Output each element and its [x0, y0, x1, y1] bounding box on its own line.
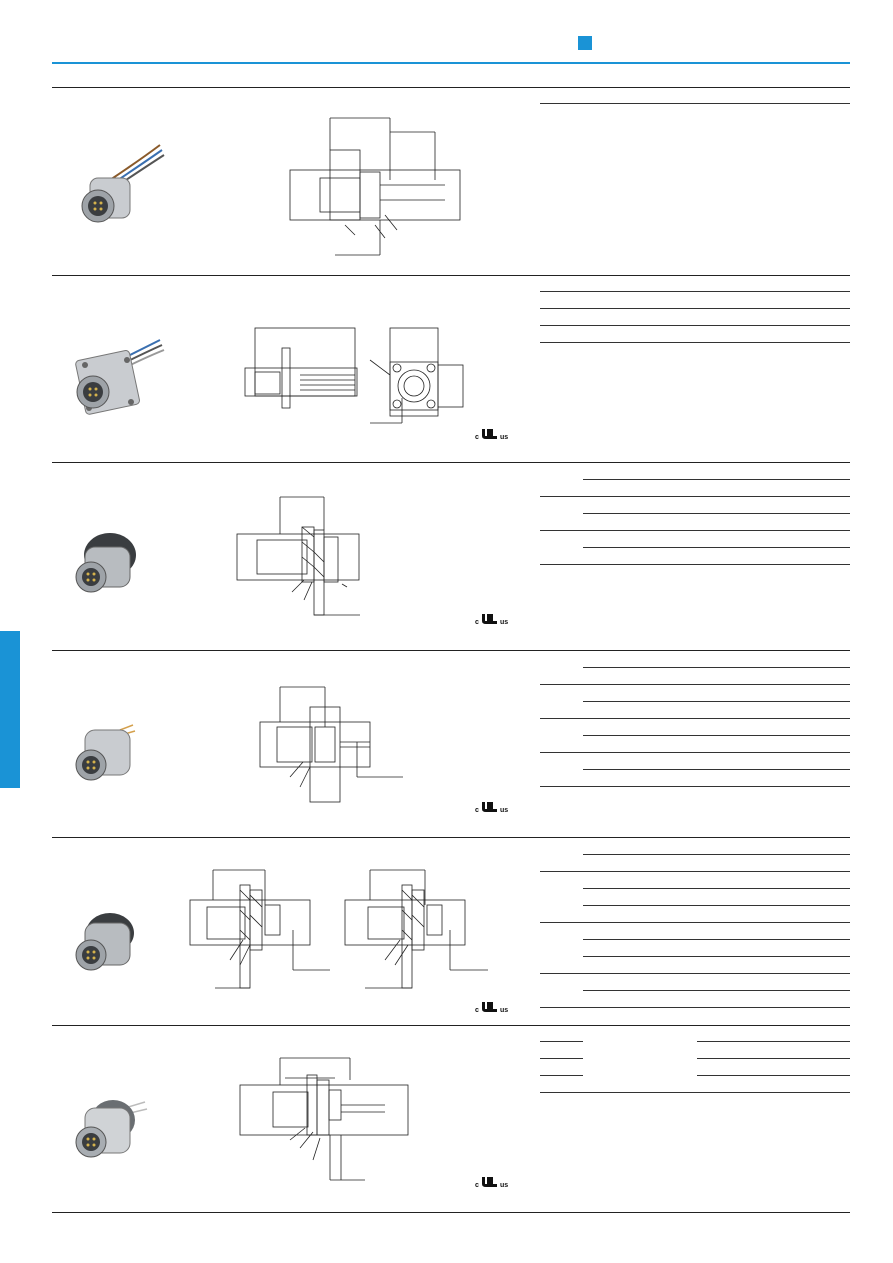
section-rule [52, 87, 850, 88]
row-divider [52, 650, 850, 651]
ul-certification-mark: c us [475, 1175, 511, 1193]
m12-connector-cable-photo [70, 140, 180, 240]
svg-text:c: c [475, 807, 479, 813]
blue-square-icon [578, 36, 592, 50]
ul-certification-mark: c us [475, 427, 511, 445]
m12-front-mount-connector-photo [65, 905, 175, 1005]
technical-drawing [255, 682, 405, 812]
m12-pcb-connector-photo [65, 715, 175, 815]
technical-drawing [240, 320, 470, 435]
svg-text:us: us [500, 619, 508, 625]
technical-drawing [235, 1050, 415, 1190]
cert-prefix: c [475, 434, 479, 440]
technical-drawing [340, 865, 490, 1000]
svg-text:c: c [475, 1182, 479, 1188]
row-divider [52, 462, 850, 463]
row-divider [52, 275, 850, 276]
technical-drawing [185, 865, 335, 1000]
row-divider [52, 837, 850, 838]
svg-text:c: c [475, 1007, 479, 1013]
svg-text:c: c [475, 619, 479, 625]
m12-pcb-rear-connector-photo [65, 1090, 175, 1190]
technical-drawing [285, 110, 465, 265]
svg-text:us: us [500, 1007, 508, 1013]
ul-certification-mark: c us [475, 800, 511, 818]
technical-drawing [232, 492, 372, 627]
chapter-side-tab [0, 631, 20, 788]
row-divider [52, 1025, 850, 1026]
row-divider [52, 1212, 850, 1213]
svg-text:us: us [500, 434, 508, 440]
m12-rear-mount-connector-photo [65, 525, 175, 625]
svg-text:us: us [500, 807, 508, 813]
header-rule [52, 62, 850, 64]
ul-certification-mark: c us [475, 612, 511, 630]
svg-text:us: us [500, 1182, 508, 1188]
ul-certification-mark: c us [475, 1000, 511, 1018]
m12-square-flange-connector-photo [65, 330, 175, 430]
